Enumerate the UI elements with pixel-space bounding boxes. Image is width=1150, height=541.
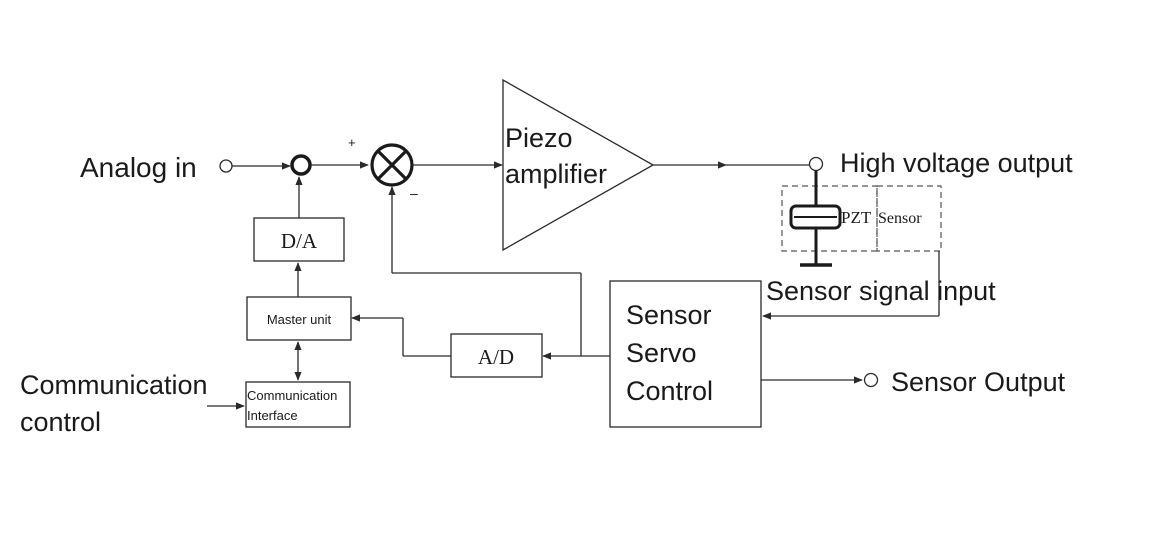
sensor-servo-label-2: Servo bbox=[626, 338, 697, 368]
comm-interface-label-2: Interface bbox=[247, 408, 298, 423]
analog-in-terminal bbox=[219, 159, 233, 173]
piezo-amplifier-label-1: Piezo bbox=[505, 123, 573, 153]
da-converter-box bbox=[253, 217, 345, 262]
sensor-dashed-box bbox=[876, 185, 942, 252]
da-converter-label: D/A bbox=[281, 229, 318, 253]
master-unit-label: Master unit bbox=[267, 312, 332, 327]
ad-converter-label: A/D bbox=[478, 345, 514, 369]
piezo-amplifier bbox=[502, 78, 655, 252]
sensor-output-label: Sensor Output bbox=[891, 367, 1066, 397]
piezo-amplifier-label-2: amplifier bbox=[505, 159, 607, 189]
summing-node bbox=[290, 154, 312, 176]
comm-interface-label-1: Communication bbox=[247, 388, 337, 403]
high-voltage-terminal bbox=[808, 156, 824, 172]
sensor-label: Sensor bbox=[878, 210, 922, 227]
sensor-output-terminal bbox=[863, 372, 879, 388]
sensor-signal-input-label: Sensor signal input bbox=[766, 276, 996, 306]
comparator-symbol bbox=[370, 143, 414, 187]
pzt-label: PZT bbox=[841, 208, 872, 227]
analog-in-label: Analog in bbox=[80, 152, 197, 183]
communication-interface-box bbox=[245, 381, 351, 428]
ad-converter-box bbox=[450, 333, 543, 378]
comm-control-label-1: Communication bbox=[20, 370, 208, 400]
high-voltage-output-label: High voltage output bbox=[840, 148, 1073, 178]
sensor-servo-label-1: Sensor bbox=[626, 300, 712, 330]
plus-sign: + bbox=[348, 135, 356, 150]
sensor-servo-label-3: Control bbox=[626, 376, 713, 406]
minus-sign: – bbox=[410, 185, 418, 201]
comm-control-label-2: control bbox=[20, 407, 101, 437]
master-unit-box bbox=[246, 296, 352, 341]
sensor-servo-control-box bbox=[609, 280, 762, 428]
